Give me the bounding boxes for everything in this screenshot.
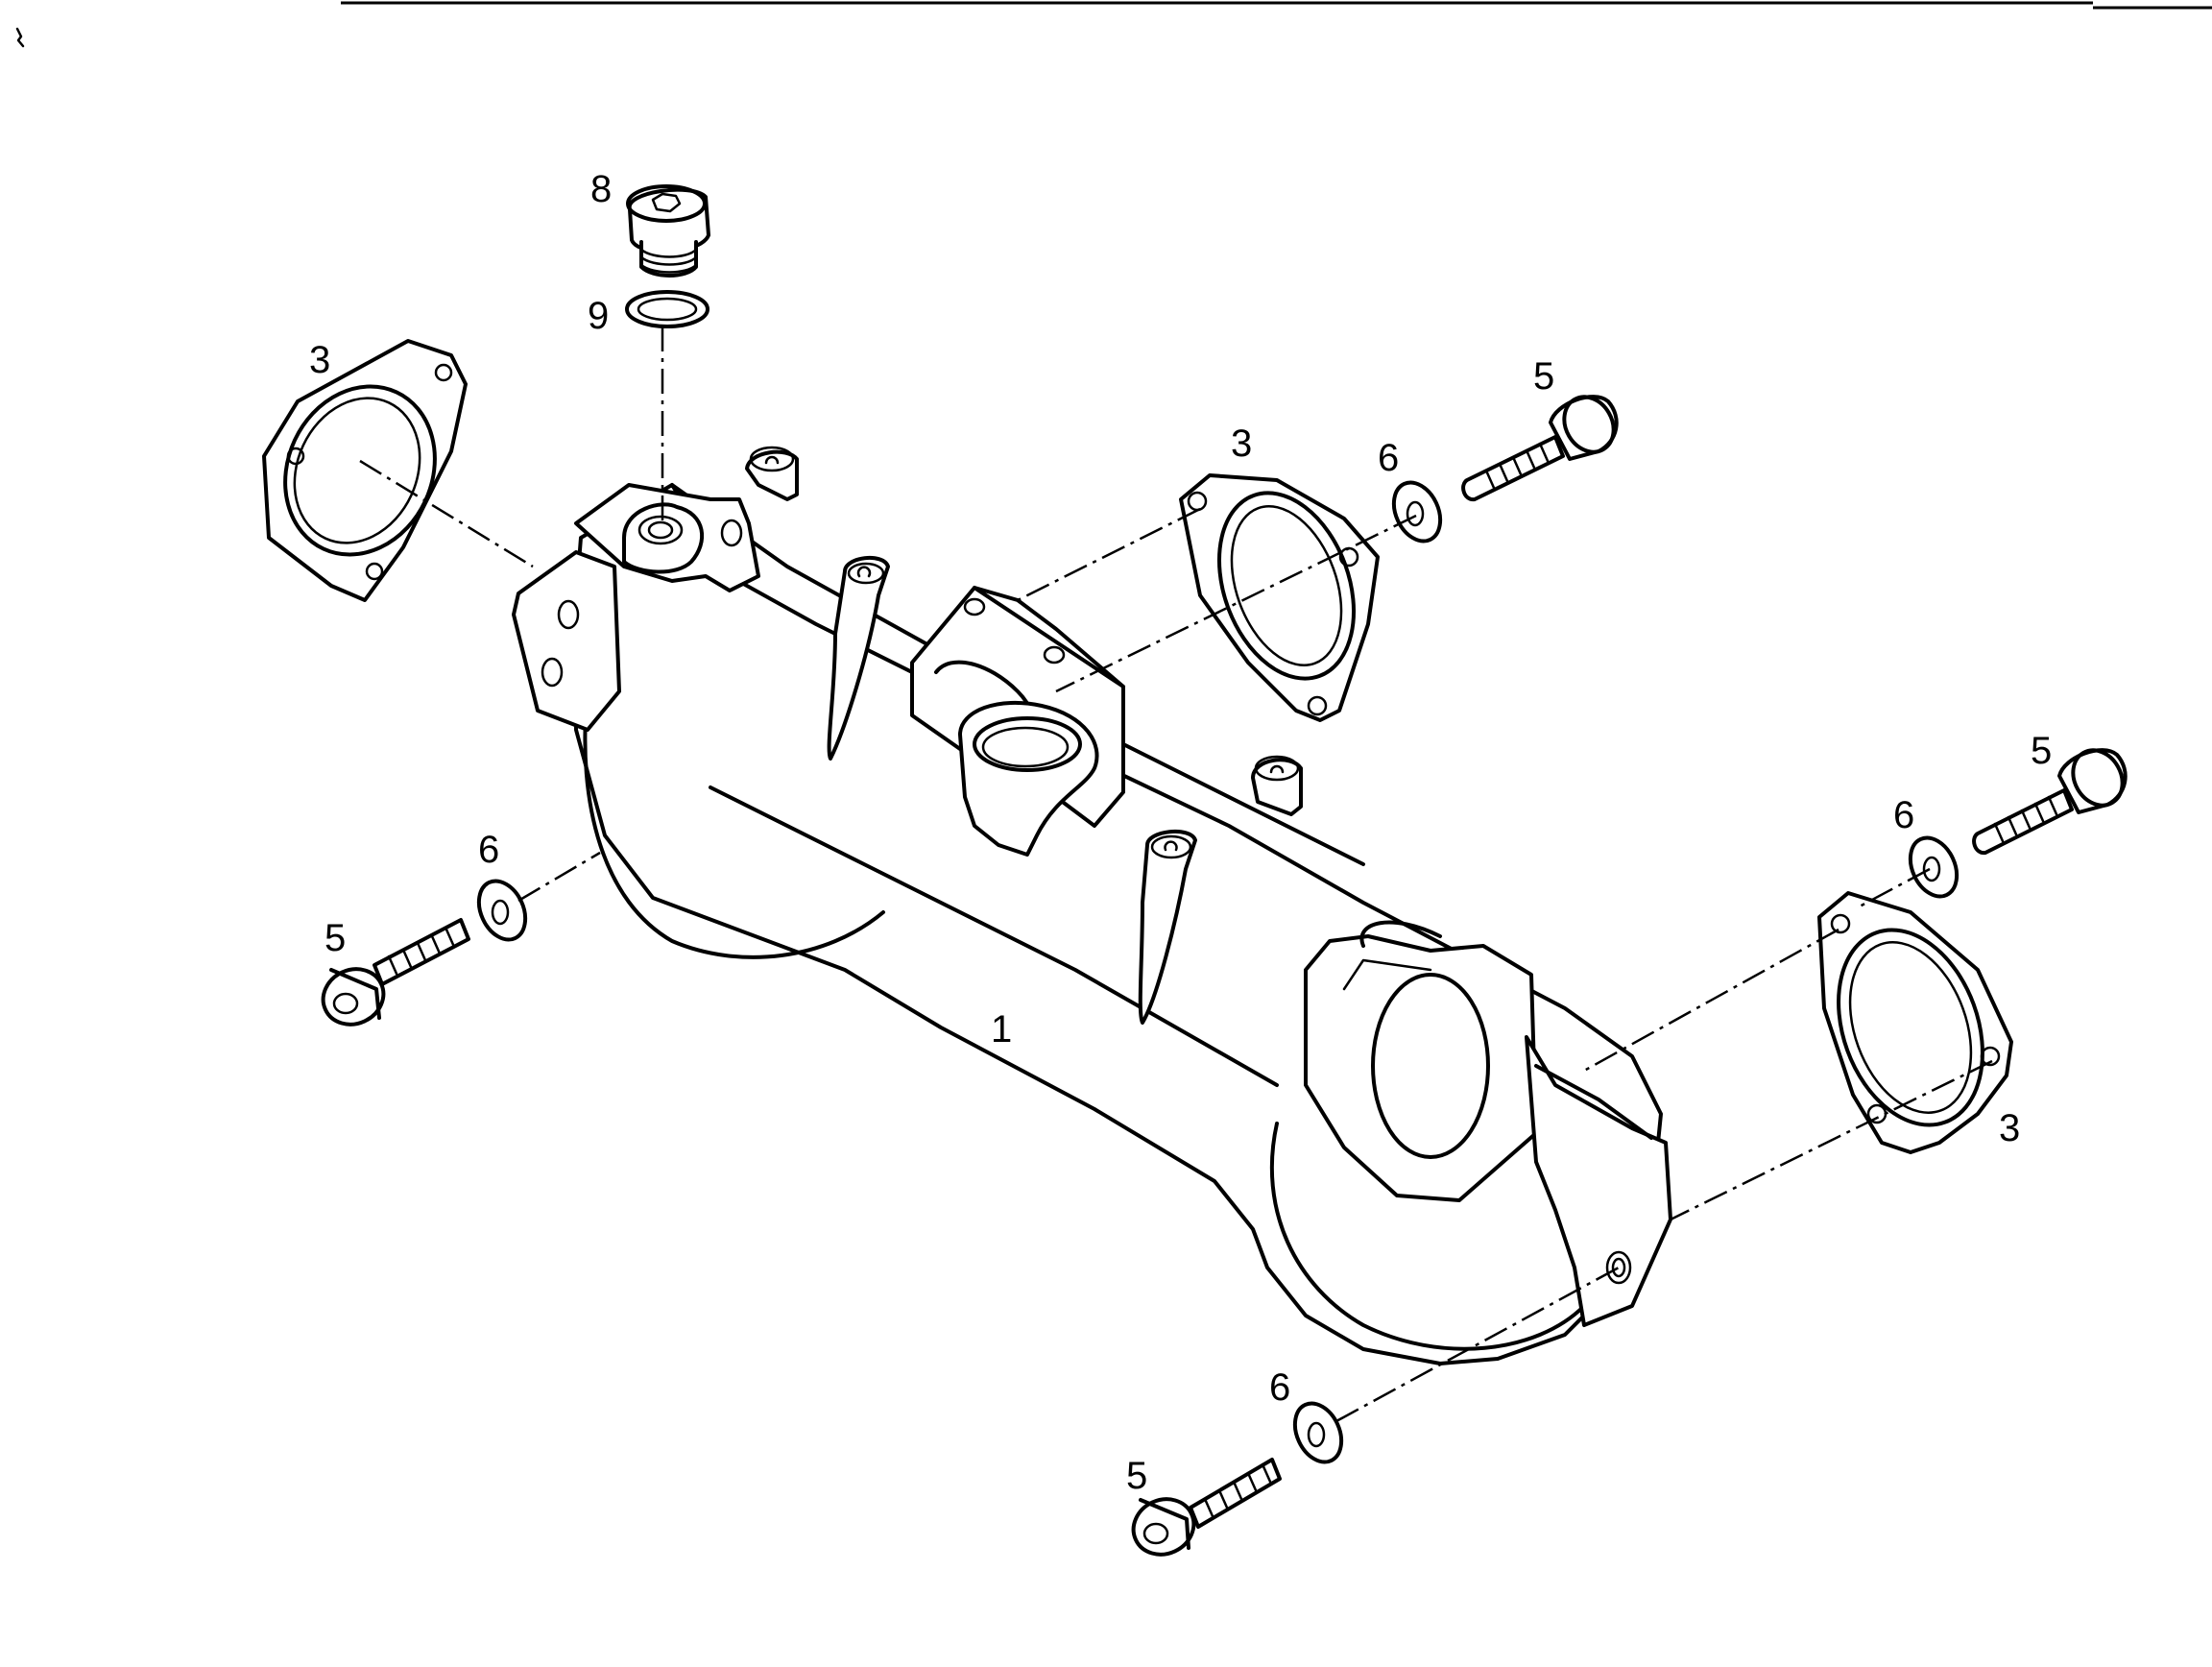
manifold-body: [512, 446, 1672, 1365]
washer-upper-right: [1391, 480, 1443, 544]
seal-ring: [625, 290, 709, 328]
callout-6-upper-right: 6: [1378, 437, 1399, 479]
gasket-upper-left: [262, 339, 468, 602]
callout-5-left: 5: [325, 917, 346, 959]
bolt-upper-right: [1461, 395, 1619, 502]
callout-5-upper-right: 5: [1533, 355, 1554, 398]
gasket-upper-right: [1179, 473, 1380, 722]
callout-1: 1: [991, 1008, 1012, 1051]
callout-6-left: 6: [478, 829, 499, 871]
washer-bottom: [1292, 1401, 1344, 1464]
callout-6-bottom: 6: [1269, 1366, 1290, 1409]
bolt-bottom: [1131, 1458, 1282, 1557]
bolt-left: [321, 918, 470, 1027]
callout-5-bottom: 5: [1126, 1455, 1147, 1497]
callout-8: 8: [590, 168, 612, 210]
washer-far-right: [1908, 835, 1960, 899]
callout-labels: 1 3 3 3 5 5 5 5 6 6 6 6 8 9: [309, 168, 2052, 1497]
assembly-lines: [359, 326, 1993, 1423]
gasket-lower-right: [1817, 891, 2013, 1154]
callout-9: 9: [588, 295, 609, 337]
page-top-rule: [15, 1, 2212, 48]
bolt-far-right: [1972, 748, 2128, 856]
callout-3-lower-right: 3: [1999, 1107, 2020, 1149]
callout-6-far-right: 6: [1893, 794, 1914, 836]
plug-screw: [626, 184, 710, 278]
callout-3-upper-right: 3: [1231, 423, 1252, 465]
washer-left: [476, 879, 528, 942]
callout-3-upper-left: 3: [309, 339, 330, 381]
callout-5-far-right: 5: [2031, 730, 2052, 772]
